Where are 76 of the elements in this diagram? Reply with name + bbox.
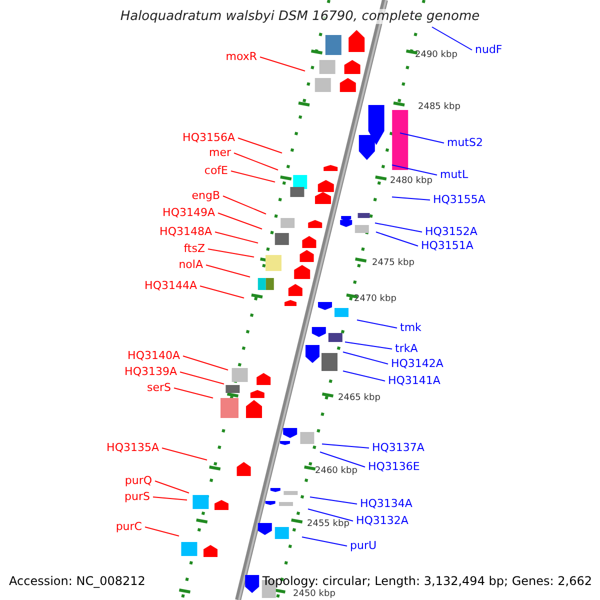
leader-line (238, 138, 282, 154)
gene-label: HQ3156A (182, 131, 235, 144)
gene-label: HQ3152A (425, 225, 478, 238)
gene-label: tmk (400, 321, 422, 334)
leader-line (208, 248, 254, 258)
leader-line (174, 388, 214, 398)
leader-line (152, 496, 188, 500)
leader-line (376, 232, 418, 246)
leader-line (214, 232, 258, 244)
gene-label: HQ3140A (128, 349, 180, 362)
gene-label: HQ3136E (368, 460, 420, 473)
gene-label: nudF (475, 43, 502, 56)
gene-label: purC (116, 520, 142, 533)
leader-line (356, 320, 398, 328)
leader-line (154, 480, 190, 494)
leader-line (308, 508, 354, 522)
gene-label: HQ3144A (144, 279, 197, 292)
gene-label: purU (350, 539, 377, 552)
leader-line (260, 56, 306, 72)
leader-line (230, 170, 276, 182)
gene-label: purS (124, 490, 150, 503)
leader-line (322, 444, 370, 448)
leader-line (344, 342, 392, 350)
leader-line (222, 196, 266, 214)
leader-line (400, 132, 444, 144)
gene-label: moxR (226, 50, 257, 63)
gene-label: HQ3151A (421, 239, 474, 252)
leader-line (234, 152, 278, 170)
leader-line (218, 212, 262, 230)
leader-line (432, 26, 472, 50)
gene-label: HQ3132A (356, 514, 408, 527)
scale-label: 2480 kbp (390, 176, 432, 187)
scale-label: 2455 kbp (307, 519, 350, 530)
gene-label: HQ3155A (433, 193, 486, 206)
leader-line (206, 264, 250, 278)
gene-label: mutL (440, 168, 468, 181)
gene-label: purQ (124, 474, 152, 487)
leader-line (342, 352, 388, 364)
gene-label: HQ3141A (388, 374, 440, 387)
gene-label: cofE (204, 164, 228, 177)
scale-label: 2450 kbp (293, 589, 336, 600)
gene-label: HQ3135A (106, 441, 159, 454)
gene-label: mutS2 (447, 136, 483, 149)
leader-line (180, 372, 224, 384)
leader-line (320, 452, 366, 468)
gene-label: HQ3137A (372, 441, 424, 454)
scale-label: 2465 kbp (338, 393, 380, 404)
scale-label: 2460 kbp (315, 466, 358, 477)
gene-label: mer (208, 146, 231, 159)
scale-label: 2475 kbp (372, 258, 414, 269)
leader-line (392, 196, 430, 200)
leader-line (144, 526, 180, 536)
gene-label: trkA (395, 342, 418, 355)
gene-label: serS (146, 381, 171, 394)
leader-line (392, 164, 438, 176)
gene-label: HQ3134A (360, 497, 412, 510)
leader-line (162, 448, 208, 460)
leader-line (342, 370, 386, 382)
gene-label: ftsZ (184, 242, 205, 255)
info-text: Accession: NC_008212 (9, 575, 146, 588)
scale-label: 2485 kbp (418, 102, 460, 113)
gene-label: engB (192, 189, 220, 202)
scale-label: 2490 kbp (415, 50, 458, 61)
leader-line (182, 356, 228, 370)
title: Haloquadratum walsbyi DSM 16790, complete genome (120, 9, 480, 24)
gene-label: HQ3142A (391, 357, 444, 370)
leader-line (200, 286, 244, 298)
info-text: Topology: circular; Length: 3,132,494 bp; Genes: 2,662 (262, 575, 592, 588)
leader-line (310, 496, 358, 504)
gene-label: HQ3149A (162, 206, 215, 219)
leader-line (374, 222, 422, 232)
gene-label: HQ3148A (160, 225, 212, 238)
leader-line (302, 536, 348, 546)
scale-label: 2470 kbp (354, 294, 396, 305)
gene-label: nolA (178, 258, 203, 271)
gene-label: HQ3139A (124, 365, 177, 378)
